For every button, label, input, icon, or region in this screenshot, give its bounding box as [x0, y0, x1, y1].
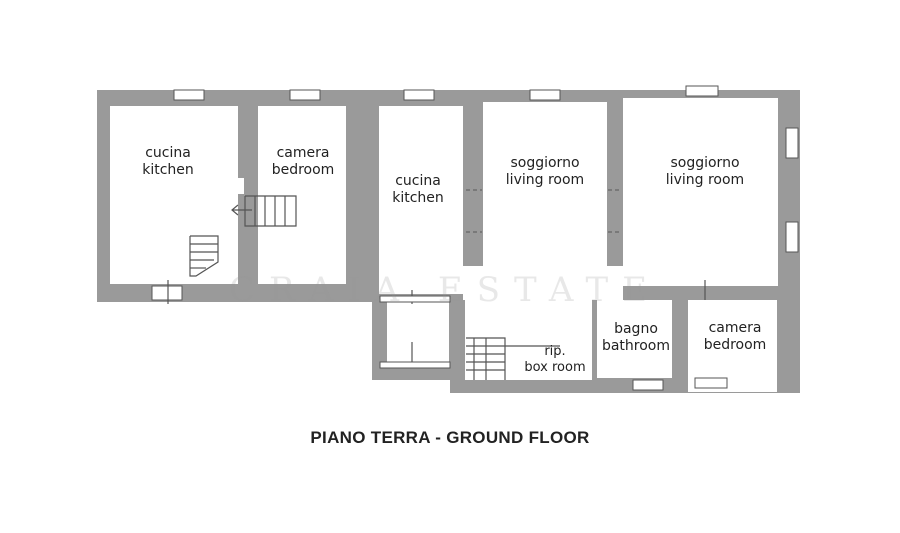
plan-caption: PIANO TERRA - GROUND FLOOR	[310, 428, 590, 447]
room-label-en: kitchen	[392, 190, 444, 206]
room-label-en: bathroom	[601, 338, 671, 354]
room-label-bedroom-1: camera bedroom	[264, 145, 342, 179]
room-label-living-1: soggiorno living room	[495, 155, 595, 189]
doors	[167, 280, 706, 369]
room-label-en: bedroom	[271, 162, 335, 178]
room-label-it: camera	[708, 320, 762, 336]
room-label-en: living room	[665, 172, 745, 188]
hall-floor	[463, 266, 623, 300]
bedroom-2-floor	[688, 300, 777, 392]
room-label-it: bagno	[614, 321, 658, 337]
openings	[466, 189, 622, 233]
living-1-floor	[483, 102, 607, 274]
room-label-it: soggiorno	[510, 155, 580, 171]
stairs-kitchen	[189, 195, 297, 277]
room-label-it: soggiorno	[670, 155, 740, 171]
bathroom-floor	[597, 300, 672, 378]
room-label-en: kitchen	[142, 162, 194, 178]
room-label-it: rip.	[544, 344, 566, 359]
room-label-it: cucina	[145, 145, 191, 161]
windows	[151, 85, 799, 391]
room-interiors	[110, 98, 778, 392]
stairs-box-room	[466, 337, 560, 380]
living-2-floor	[623, 98, 778, 286]
room-label-kitchen-2: cucina kitchen	[380, 173, 456, 207]
room-label-en: bedroom	[703, 337, 767, 353]
bedroom-1-floor	[258, 106, 346, 284]
room-label-living-2: soggiorno living room	[655, 155, 755, 189]
room-label-bathroom: bagno bathroom	[598, 321, 674, 355]
room-label-bedroom-2: camera bedroom	[695, 320, 775, 354]
kitchen-2-floor	[379, 106, 463, 294]
room-label-en: living room	[505, 172, 585, 188]
room-label-it: cucina	[395, 173, 441, 189]
corridor-floor	[387, 302, 449, 366]
room-label-box-room: rip. box room	[515, 344, 595, 376]
watermark: CRAIA ESTATE	[228, 270, 662, 310]
room-label-kitchen-1: cucina kitchen	[130, 145, 206, 179]
kitchen-1-floor	[110, 106, 238, 284]
room-label-en: box room	[524, 360, 586, 375]
room-label-it: camera	[276, 145, 330, 161]
